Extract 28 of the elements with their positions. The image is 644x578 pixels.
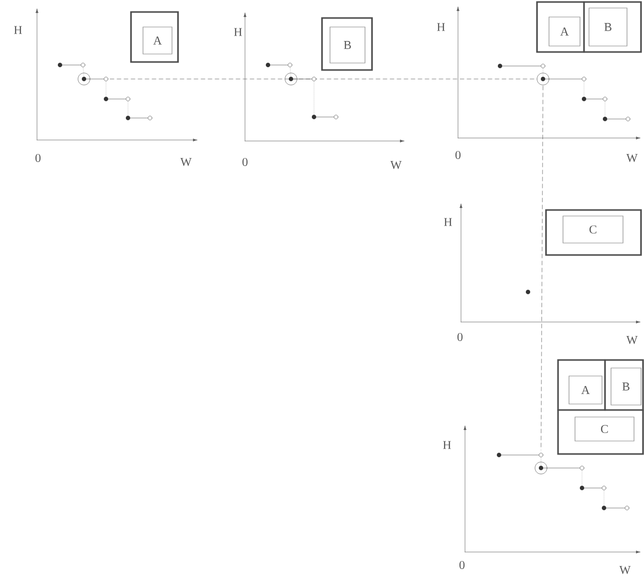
axis-label: W	[180, 158, 192, 166]
axis-label: W	[619, 566, 631, 574]
axis-label: 0	[35, 154, 41, 162]
axis-label: W	[626, 154, 638, 162]
block-box: B	[610, 368, 642, 406]
axis-label: H	[437, 23, 445, 31]
outline-box	[557, 359, 644, 455]
axis-label: H	[234, 28, 242, 36]
block-box: C	[562, 216, 624, 244]
block-box: A	[548, 16, 580, 46]
axis-label: H	[14, 26, 22, 34]
block-box: C	[574, 416, 634, 442]
axis-label: 0	[457, 332, 463, 342]
axis-label: W	[626, 336, 638, 344]
outline-box	[321, 17, 373, 71]
outline-box	[545, 209, 642, 256]
outline-box	[130, 11, 179, 63]
axis-label: 0	[242, 158, 248, 166]
axis-label: 0	[455, 150, 461, 160]
axis-label: H	[444, 218, 452, 226]
axis-label: 0	[459, 560, 465, 570]
axis-label: H	[443, 441, 451, 449]
axis-label: W	[390, 160, 402, 170]
block-box: B	[330, 26, 366, 64]
outline-box	[536, 1, 642, 53]
block-box: B	[588, 8, 628, 46]
block-box: A	[568, 376, 602, 404]
block-box: A	[142, 26, 172, 54]
